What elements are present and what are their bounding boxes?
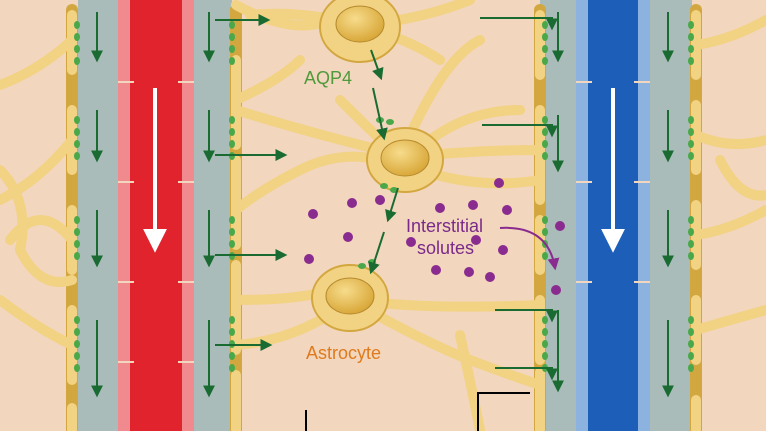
aqp4-dot: [229, 57, 235, 65]
aqp4-dot: [542, 57, 548, 65]
interstitial-solutes: [304, 178, 565, 295]
bottom-brackets: [305, 392, 530, 431]
astrocyte-label: Astrocyte: [306, 343, 381, 363]
aqp4-dot: [74, 33, 80, 41]
aqp4-dot: [542, 340, 548, 348]
aqp4-dot: [542, 216, 548, 224]
aqp4-dot: [74, 340, 80, 348]
aqp4-dot: [229, 21, 235, 29]
aqp4-dot: [688, 240, 694, 248]
aqp4-dot: [74, 140, 80, 148]
aqp4-dot: [229, 328, 235, 336]
aqp4-dot: [358, 263, 366, 269]
aqp4-dot: [688, 116, 694, 124]
aqp4-dot: [229, 228, 235, 236]
aqp4-dot: [229, 45, 235, 53]
aqp4-dot: [542, 152, 548, 160]
aqp4-dot: [688, 216, 694, 224]
aqp4-dot: [229, 140, 235, 148]
aqp4-dot: [542, 252, 548, 260]
aqp4-dot: [688, 252, 694, 260]
aqp4-dot: [688, 57, 694, 65]
aqp4-dot: [688, 128, 694, 136]
aqp4-dot: [688, 328, 694, 336]
aqp4-dot: [688, 316, 694, 324]
astrocyte-cell-bodies: [311, 0, 444, 332]
aqp4-dot: [542, 228, 548, 236]
aqp4-dot: [74, 252, 80, 260]
vein: [576, 0, 650, 431]
aqp4-dot: [688, 152, 694, 160]
perivascular-space-right-outer: [650, 0, 692, 431]
aqp4-dot: [74, 240, 80, 248]
aqp4-dot: [74, 116, 80, 124]
aqp4-dot: [386, 119, 394, 125]
aqp4-dot: [542, 128, 548, 136]
solute-flow-arrow: [499, 226, 560, 271]
aqp4-label: AQP4: [304, 68, 352, 88]
aqp4-dot: [229, 316, 235, 324]
aqp4-dot: [688, 140, 694, 148]
aqp4-dot: [74, 216, 80, 224]
aqp4-dot: [74, 364, 80, 372]
aqp4-dot: [688, 352, 694, 360]
aqp4-dot: [542, 45, 548, 53]
aqp4-dot: [74, 21, 80, 29]
aqp4-dot: [542, 328, 548, 336]
csf-flow-arrows: [91, 12, 674, 398]
aqp4-dot: [688, 228, 694, 236]
perivascular-space-artery: [190, 0, 232, 431]
aqp4-dot: [229, 240, 235, 248]
aqp4-dot: [688, 45, 694, 53]
aqp4-dot: [542, 140, 548, 148]
aqp4-dot: [74, 57, 80, 65]
aqp4-dot: [229, 33, 235, 41]
aqp4-dot: [229, 352, 235, 360]
aqp4-dot: [688, 33, 694, 41]
aqp4-dot: [229, 128, 235, 136]
aqp4-channels: [74, 21, 694, 372]
aqp4-dot: [74, 352, 80, 360]
interstitial-solutes-label-line1: Interstitial: [406, 216, 483, 236]
aqp4-dot: [74, 128, 80, 136]
perivascular-space-left-outer: [78, 0, 122, 431]
aqp4-dot: [229, 364, 235, 372]
aqp4-dot: [74, 45, 80, 53]
artery: [118, 0, 194, 431]
aqp4-dot: [380, 183, 388, 189]
aqp4-dot: [542, 316, 548, 324]
aqp4-dot: [542, 21, 548, 29]
aqp4-dot: [542, 352, 548, 360]
aqp4-dot: [542, 116, 548, 124]
aqp4-dot: [688, 364, 694, 372]
aqp4-dot: [74, 228, 80, 236]
aqp4-dot: [688, 340, 694, 348]
aqp4-dot: [542, 33, 548, 41]
aqp4-dot: [74, 328, 80, 336]
aqp4-dot: [688, 21, 694, 29]
aqp4-dot: [74, 316, 80, 324]
interstitial-solutes-label-line2: solutes: [417, 238, 474, 258]
aqp4-dot: [74, 152, 80, 160]
aqp4-dot: [229, 116, 235, 124]
aqp4-dot: [229, 216, 235, 224]
